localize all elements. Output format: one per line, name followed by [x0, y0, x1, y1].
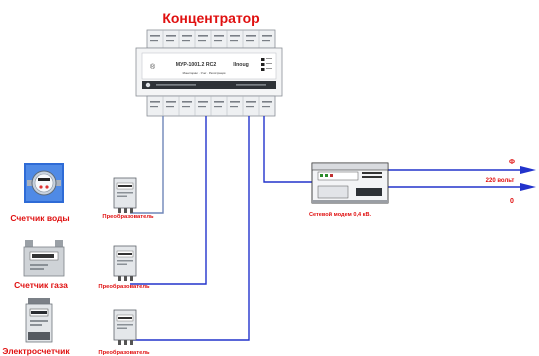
connector-icon: [145, 82, 151, 88]
voltage-label: 220 вольт: [486, 178, 515, 184]
gas-meter-image: [23, 240, 65, 277]
wire-modem: [263, 116, 312, 183]
electric-meter-label: Электросчетчик: [2, 346, 70, 356]
wire-water-converter: [130, 116, 164, 214]
concentrator-leds: [261, 58, 272, 71]
electric-meter-image: [25, 298, 53, 343]
concentrator-brand: Ilnoug: [233, 62, 249, 68]
neutral-label: 0: [510, 198, 514, 205]
arrow-phase-icon: [520, 166, 536, 174]
modem-label: Сетевой модем 0,4 кВ.: [309, 211, 372, 218]
wire-gas-converter: [130, 116, 207, 285]
water-meter-label: Счетчик воды: [10, 213, 69, 223]
water-meter-image: [24, 163, 64, 203]
converter-1-image: [113, 177, 137, 213]
converter-2-label: Преобразователь: [98, 283, 150, 290]
converter-2-image: [113, 245, 137, 281]
concentrator-note: Мониторинг · Учет · Регистрация: [183, 71, 226, 75]
concentrator-title: Концентратор: [162, 10, 259, 26]
concentrator-logo-icon: ®: [150, 63, 156, 71]
converter-3-label: Преобразователь: [98, 349, 150, 356]
converter-1-label: Преобразователь: [102, 213, 154, 220]
arrow-neutral-icon: [520, 183, 536, 191]
network-modem: [311, 162, 389, 204]
converter-3-image: [113, 309, 137, 345]
gas-meter-label: Счетчик газа: [14, 280, 68, 290]
wire-electric-converter: [130, 116, 250, 341]
concentrator-model: МУР-1001.2 RC2: [176, 62, 217, 68]
concentrator-device: ® МУР-1001.2 RC2 Ilnoug Мониторинг · Уче…: [135, 29, 283, 117]
phase-label: Ф: [509, 159, 515, 166]
